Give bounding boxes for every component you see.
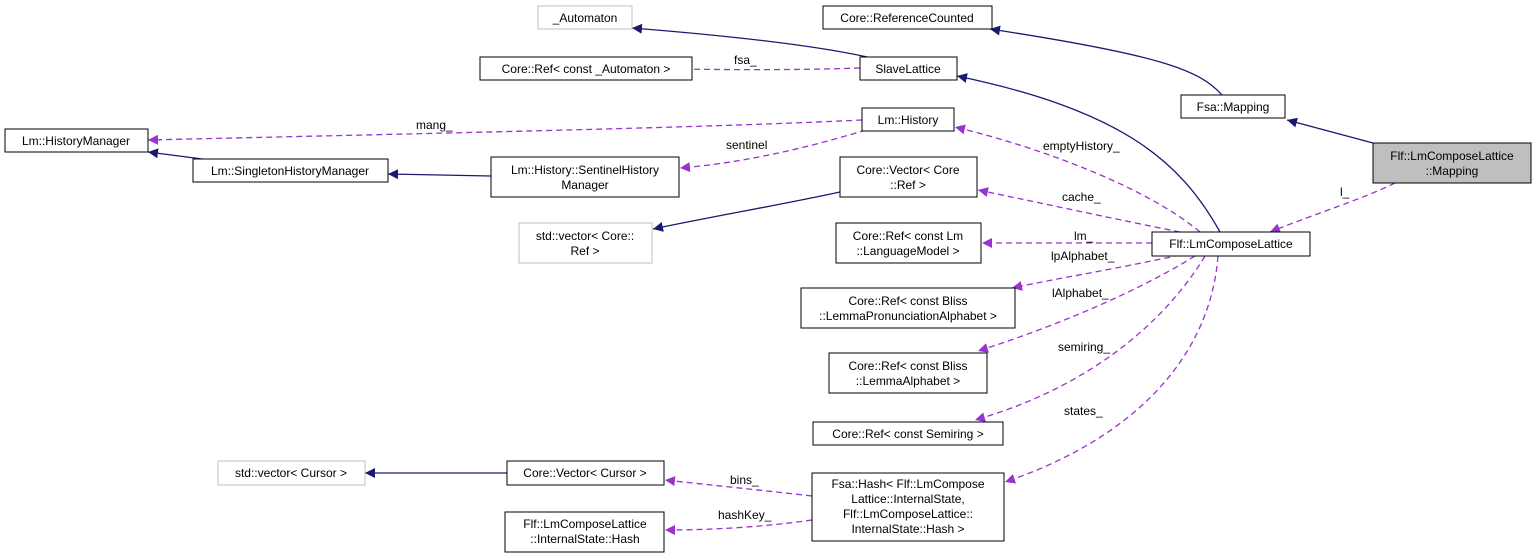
node-ref-semiring-line1: Core::Ref< const Semiring > <box>832 427 983 441</box>
label-lm: lm_ <box>1074 229 1094 243</box>
edge-mapping-fsamapping <box>1286 117 1374 144</box>
node-fsa-hash-line2: Lattice::InternalState, <box>851 492 964 506</box>
node-singleton-history-manager-line1: Lm::SingletonHistoryManager <box>211 164 369 178</box>
label-l: l_ <box>1340 185 1350 199</box>
label-hash-key: hashKey_ <box>718 508 772 522</box>
node-automaton[interactable]: _Automaton <box>537 5 633 30</box>
node-std-vector-cursor-line1: std::vector< Cursor > <box>235 466 347 480</box>
node-ref-automaton-line1: Core::Ref< const _Automaton > <box>502 62 671 76</box>
node-ref-lemma-alphabet-line1: Core::Ref< const Bliss <box>848 359 967 373</box>
node-vector-core-ref[interactable]: Core::Vector< Core ::Ref > <box>839 156 978 198</box>
edge-lmhistory-sentinel <box>679 129 867 173</box>
node-ref-lemma-pron-alphabet-line2: ::LemmaPronunciationAlphabet > <box>819 309 997 323</box>
node-lm-history-line1: Lm::History <box>878 113 939 127</box>
node-fsa-hash-line3: Flf::LmComposeLattice:: <box>843 507 973 521</box>
node-std-vector-core-ref-line2: Ref > <box>570 244 599 258</box>
node-singleton-history-manager[interactable]: Lm::SingletonHistoryManager <box>192 158 389 183</box>
node-ref-automaton[interactable]: Core::Ref< const _Automaton > <box>479 56 693 81</box>
label-l-alphabet: lAlphabet_ <box>1052 286 1109 300</box>
inheritance-edges <box>147 23 1374 478</box>
node-ref-language-model[interactable]: Core::Ref< const Lm ::LanguageModel > <box>835 222 982 264</box>
node-sentinel-history-manager-line1: Lm::History::SentinelHistory <box>511 163 659 177</box>
node-internal-state-hash-line1: Flf::LmComposeLattice <box>523 517 647 531</box>
label-semiring: semiring_ <box>1058 340 1110 354</box>
node-vector-cursor-line1: Core::Vector< Cursor > <box>523 466 646 480</box>
edge-lmcompose-reflalphabet <box>977 255 1196 353</box>
node-ref-language-model-line1: Core::Ref< const Lm <box>853 229 963 243</box>
node-fsa-mapping[interactable]: Fsa::Mapping <box>1180 94 1286 119</box>
edge-lmcompose-slavelattice <box>956 73 1221 233</box>
edge-slavelattice-automaton <box>631 23 881 61</box>
label-lp-alphabet: lpAlphabet_ <box>1051 249 1115 263</box>
edge-lmcompose-reflpalphabet <box>1011 254 1181 291</box>
node-vector-cursor[interactable]: Core::Vector< Cursor > <box>506 460 665 486</box>
edge-lmcompose-vectorcoreref <box>977 187 1181 233</box>
edge-mapping-lmcompose <box>1269 182 1396 233</box>
node-lm-compose-mapping-line2: ::Mapping <box>1426 164 1479 178</box>
node-sentinel-history-manager[interactable]: Lm::History::SentinelHistory Manager <box>490 156 680 198</box>
node-lm-history[interactable]: Lm::History <box>861 107 955 132</box>
label-sentinel: sentinel <box>726 138 767 152</box>
node-history-manager[interactable]: Lm::HistoryManager <box>4 128 149 153</box>
node-fsa-hash[interactable]: Fsa::Hash< Flf::LmCompose Lattice::Inter… <box>811 472 1005 542</box>
node-lm-compose-lattice-line1: Flf::LmComposeLattice <box>1169 237 1293 251</box>
node-vector-core-ref-line1: Core::Vector< Core <box>856 163 959 177</box>
node-automaton-line1: _Automaton <box>552 11 618 25</box>
edge-lmcompose-fsahash <box>1004 255 1219 484</box>
edge-fsahash-internalstatehash <box>664 519 813 535</box>
edge-lmcompose-lmhistory <box>954 124 1201 233</box>
nodes: _Automaton Core::ReferenceCounted Core::… <box>4 5 1532 553</box>
label-fsa: fsa_ <box>734 53 757 67</box>
node-sentinel-history-manager-line2: Manager <box>561 178 608 192</box>
node-fsa-hash-line1: Fsa::Hash< Flf::LmCompose <box>831 477 984 491</box>
node-std-vector-core-ref-line1: std::vector< Core:: <box>536 229 634 243</box>
label-empty-history: emptyHistory_ <box>1043 139 1120 153</box>
node-ref-lemma-pron-alphabet-line1: Core::Ref< const Bliss <box>848 294 967 308</box>
node-slave-lattice[interactable]: SlaveLattice <box>859 56 958 81</box>
label-states: states_ <box>1064 404 1103 418</box>
node-std-vector-cursor[interactable]: std::vector< Cursor > <box>217 460 366 486</box>
node-slave-lattice-line1: SlaveLattice <box>875 62 941 76</box>
node-std-vector-core-ref[interactable]: std::vector< Core:: Ref > <box>518 222 653 264</box>
label-bins: bins_ <box>730 473 759 487</box>
node-ref-lemma-alphabet-line2: ::LemmaAlphabet > <box>856 374 960 388</box>
node-lm-compose-mapping-line1: Flf::LmComposeLattice <box>1390 149 1514 163</box>
label-mang: mang_ <box>416 118 453 132</box>
node-fsa-mapping-line1: Fsa::Mapping <box>1197 100 1270 114</box>
edge-fsamapping-referencecounted <box>989 25 1223 96</box>
node-internal-state-hash[interactable]: Flf::LmComposeLattice ::InternalState::H… <box>504 511 665 553</box>
node-internal-state-hash-line2: ::InternalState::Hash <box>530 532 639 546</box>
edge-sentinel-singleton <box>387 169 492 180</box>
node-lm-compose-mapping[interactable]: Flf::LmComposeLattice ::Mapping <box>1372 142 1532 184</box>
edge-fsahash-vectorcursor <box>664 476 813 497</box>
edge-slavelattice-refautomaton <box>679 64 861 75</box>
node-history-manager-line1: Lm::HistoryManager <box>22 134 130 148</box>
edge-lmhistory-historymanager <box>147 119 863 145</box>
usage-edges <box>147 64 1396 535</box>
node-reference-counted[interactable]: Core::ReferenceCounted <box>822 5 993 30</box>
edge-vectorcoreref-stdvector <box>652 191 841 232</box>
node-fsa-hash-line4: InternalState::Hash > <box>851 522 964 536</box>
node-vector-core-ref-line2: ::Ref > <box>890 178 926 192</box>
node-ref-lemma-pron-alphabet[interactable]: Core::Ref< const Bliss ::LemmaPronunciat… <box>800 287 1016 329</box>
node-ref-lemma-alphabet[interactable]: Core::Ref< const Bliss ::LemmaAlphabet > <box>828 352 988 394</box>
node-lm-compose-lattice[interactable]: Flf::LmComposeLattice <box>1151 231 1311 257</box>
edge-lmcompose-refsemiring <box>974 255 1206 423</box>
label-cache: cache_ <box>1062 190 1101 204</box>
node-ref-language-model-line2: ::LanguageModel > <box>856 244 959 258</box>
node-ref-semiring[interactable]: Core::Ref< const Semiring > <box>812 421 1004 446</box>
edge-labels: fsa_ mang_ sentinel emptyHistory_ cache_… <box>416 53 1350 522</box>
node-reference-counted-line1: Core::ReferenceCounted <box>840 11 973 25</box>
